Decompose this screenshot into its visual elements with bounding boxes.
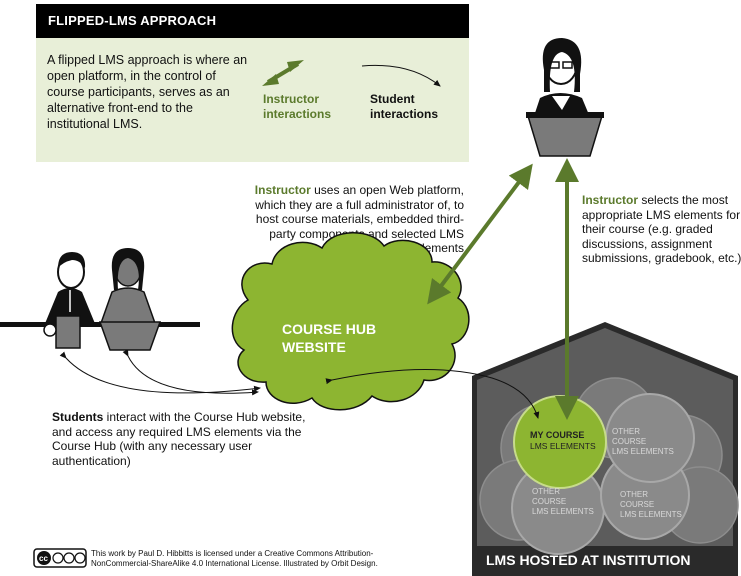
lms-house: [472, 322, 739, 576]
students-note: Students interact with the Course Hub we…: [52, 410, 312, 468]
instructor-selects-text: selects the most appropriate LMS element…: [582, 193, 741, 265]
other-c-line3: LMS ELEMENTS: [620, 510, 682, 519]
header-bar: [36, 4, 469, 38]
other-a-line1: OTHER: [612, 427, 640, 436]
laptop-icon: [98, 321, 162, 351]
students-lead: Students: [52, 410, 104, 424]
hub-label-line2: WEBSITE: [282, 339, 346, 355]
cc-badge-text: cc: [39, 554, 48, 563]
students-text: interact with the Course Hub website, an…: [52, 410, 306, 468]
intro-text: A flipped LMS approach is where an open …: [47, 53, 248, 131]
my-course-label-2: LMS ELEMENTS: [530, 441, 596, 451]
student1-hub-arrow-icon: [59, 351, 261, 394]
instructor-uses-lead: Instructor: [254, 183, 311, 197]
legend-instructor-arrow-icon: [262, 60, 304, 86]
lms-title: LMS HOSTED AT INSTITUTION: [486, 552, 691, 568]
instructor-laptop-icon: [526, 115, 604, 157]
other-b-line3: LMS ELEMENTS: [532, 507, 594, 516]
student2-hub-arrow-icon: [122, 349, 259, 396]
instructor-uses-text: uses an open Web platform, which they ar…: [255, 183, 464, 255]
other-c-line2: COURSE: [620, 500, 654, 509]
legend-student-arrow-icon: [361, 64, 441, 87]
other-c-line1: OTHER: [620, 490, 648, 499]
instructor-figure: [526, 38, 604, 157]
other-b-line1: OTHER: [532, 487, 560, 496]
other-b-line2: COURSE: [532, 497, 566, 506]
course-hub-cloud: [231, 232, 470, 411]
cc-license-icon: cc: [33, 548, 87, 568]
other-a-line3: LMS ELEMENTS: [612, 447, 674, 456]
instructor-selects-lead: Instructor: [582, 193, 639, 207]
students-group: [0, 248, 200, 351]
legend-box: [36, 38, 469, 162]
other-a-line2: COURSE: [612, 437, 646, 446]
legend-instructor-label: Instructor interactions: [263, 92, 332, 121]
legend-student-label: Student interactions: [370, 92, 439, 121]
hub-to-lms-arrow-icon: [325, 368, 540, 419]
instructor-uses-note: Instructor uses an open Web platform, wh…: [238, 183, 464, 256]
instructor-to-hub-arrow-icon: [427, 163, 533, 305]
page-title: FLIPPED-LMS APPROACH: [48, 13, 217, 28]
license-text: This work by Paul D. Hibbitts is license…: [91, 549, 378, 568]
instructor-selects-note: Instructor selects the most appropriate …: [582, 193, 741, 266]
tablet-icon: [55, 315, 81, 349]
hub-label-line1: COURSE HUB: [282, 321, 376, 337]
my-course-label-1: MY COURSE: [530, 430, 584, 440]
